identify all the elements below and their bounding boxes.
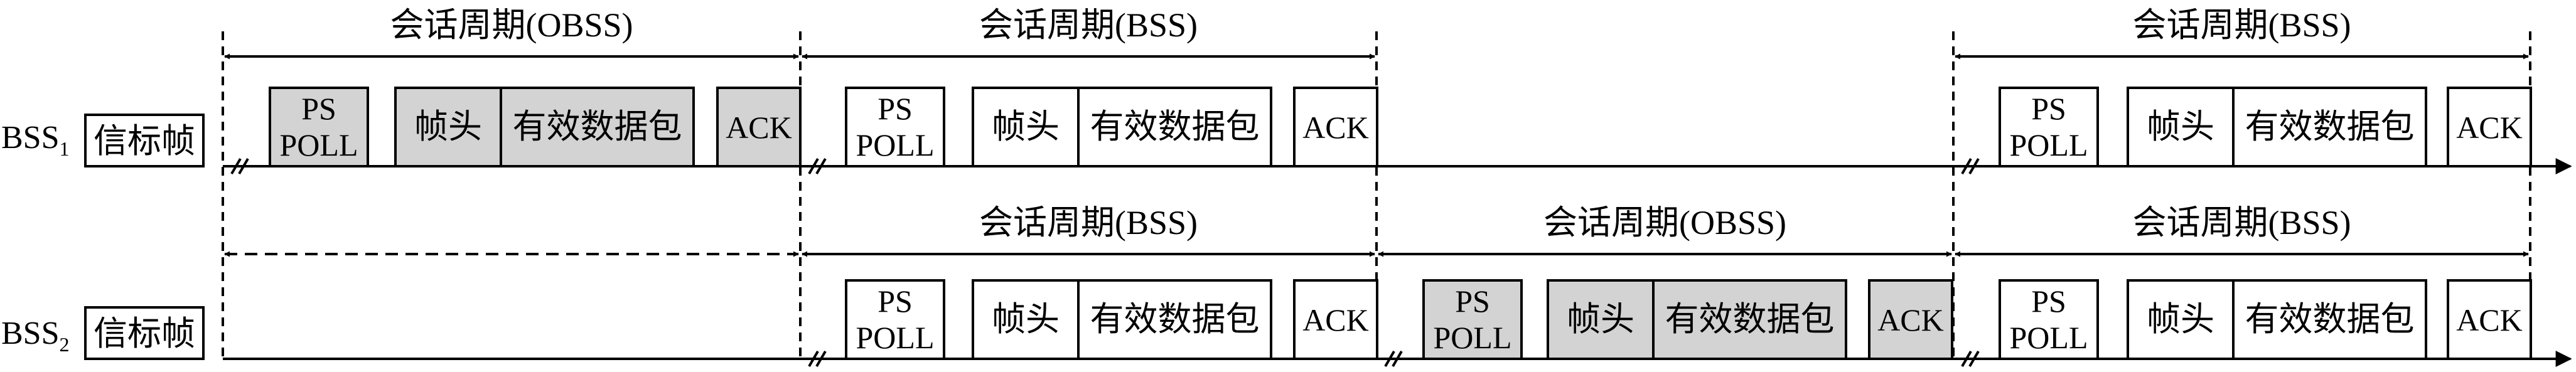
- ack-frame: [716, 87, 802, 167]
- ps-poll-label: POLL: [2010, 127, 2088, 162]
- timeline-break-mark: [1968, 350, 1980, 368]
- payload-label: 有效数据包: [2245, 108, 2415, 146]
- ack-frame: [2447, 87, 2532, 167]
- payload-label: 有效数据包: [1090, 300, 1260, 338]
- timeline-break-mark: [1968, 157, 1980, 175]
- ps-poll-frame: [1999, 279, 2099, 360]
- timeline-break-mark: [1961, 350, 1972, 368]
- data-frame: [394, 87, 695, 167]
- session-period-label: 会话周期(BSS): [2132, 6, 2351, 44]
- payload-label: 有效数据包: [513, 108, 682, 146]
- ps-poll-label: PS: [301, 91, 336, 126]
- data-frame: [1547, 279, 1847, 360]
- ps-poll-frame: [1999, 87, 2099, 167]
- ps-poll-frame: [1422, 279, 1523, 360]
- timeline-break-mark: [815, 157, 827, 175]
- frame-header-label: 帧头: [414, 108, 482, 146]
- ack-label: ACK: [2456, 110, 2523, 145]
- payload-label: 有效数据包: [1090, 108, 1260, 146]
- data-frame: [2127, 87, 2427, 167]
- beacon-frame-label: 信标帧: [94, 315, 195, 353]
- session-period-label: 会话周期(BSS): [979, 204, 1198, 242]
- ack-label: ACK: [1302, 110, 1369, 145]
- bss1-label: BSS1: [1, 120, 70, 160]
- payload-label: 有效数据包: [1665, 300, 1835, 338]
- beacon-frame-label: 信标帧: [94, 122, 195, 160]
- ack-frame: [1868, 279, 1953, 360]
- session-period-label: 会话周期(OBSS): [390, 6, 633, 44]
- beacon-frame-box: [84, 306, 205, 360]
- data-frame: [972, 279, 1272, 360]
- session-period-label: 会话周期(OBSS): [1543, 204, 1786, 242]
- timeline-break-mark: [230, 157, 242, 175]
- ack-frame: [1293, 279, 1378, 360]
- frame-header-label: 帧头: [992, 300, 1060, 338]
- data-frame: [2127, 279, 2427, 360]
- ack-label: ACK: [1877, 302, 1944, 337]
- timeline-break-mark: [815, 350, 827, 368]
- ps-poll-frame: [845, 87, 945, 167]
- timeline-break-mark: [1961, 157, 1972, 175]
- ps-poll-label: POLL: [280, 127, 358, 162]
- ack-label: ACK: [726, 110, 792, 145]
- ack-frame: [2447, 279, 2532, 360]
- ack-label: ACK: [2456, 302, 2523, 337]
- frame-header-label: 帧头: [1567, 300, 1634, 338]
- ps-poll-frame: [269, 87, 369, 167]
- ps-poll-label: PS: [1455, 284, 1490, 319]
- frame-header-label: 帧头: [2147, 108, 2214, 146]
- session-period-label: 会话周期(BSS): [2132, 204, 2351, 242]
- timeline-break-mark: [238, 157, 249, 175]
- timeline-break-mark: [1392, 350, 1403, 368]
- frame-header-label: 帧头: [2147, 300, 2214, 338]
- ps-poll-label: POLL: [2010, 320, 2088, 355]
- data-frame: [972, 87, 1272, 167]
- payload-label: 有效数据包: [2245, 300, 2415, 338]
- ack-frame: [1293, 87, 1378, 167]
- ps-poll-frame: [845, 279, 945, 360]
- ps-poll-label: PS: [2031, 91, 2066, 126]
- ps-poll-label: PS: [2031, 284, 2066, 319]
- timeline-break-mark: [808, 157, 819, 175]
- frame-header-label: 帧头: [992, 108, 1060, 146]
- bss2-label: BSS2: [1, 316, 70, 356]
- ps-poll-label: POLL: [856, 320, 935, 355]
- timeline-break-mark: [808, 350, 819, 368]
- timeline-break-mark: [1384, 350, 1395, 368]
- ps-poll-label: PS: [877, 284, 913, 319]
- session-period-label: 会话周期(BSS): [979, 6, 1198, 44]
- ps-poll-label: POLL: [1434, 320, 1512, 355]
- beacon-frame-box: [84, 114, 205, 167]
- ps-poll-label: POLL: [856, 127, 935, 162]
- ack-label: ACK: [1302, 302, 1369, 337]
- ps-poll-label: PS: [877, 91, 913, 126]
